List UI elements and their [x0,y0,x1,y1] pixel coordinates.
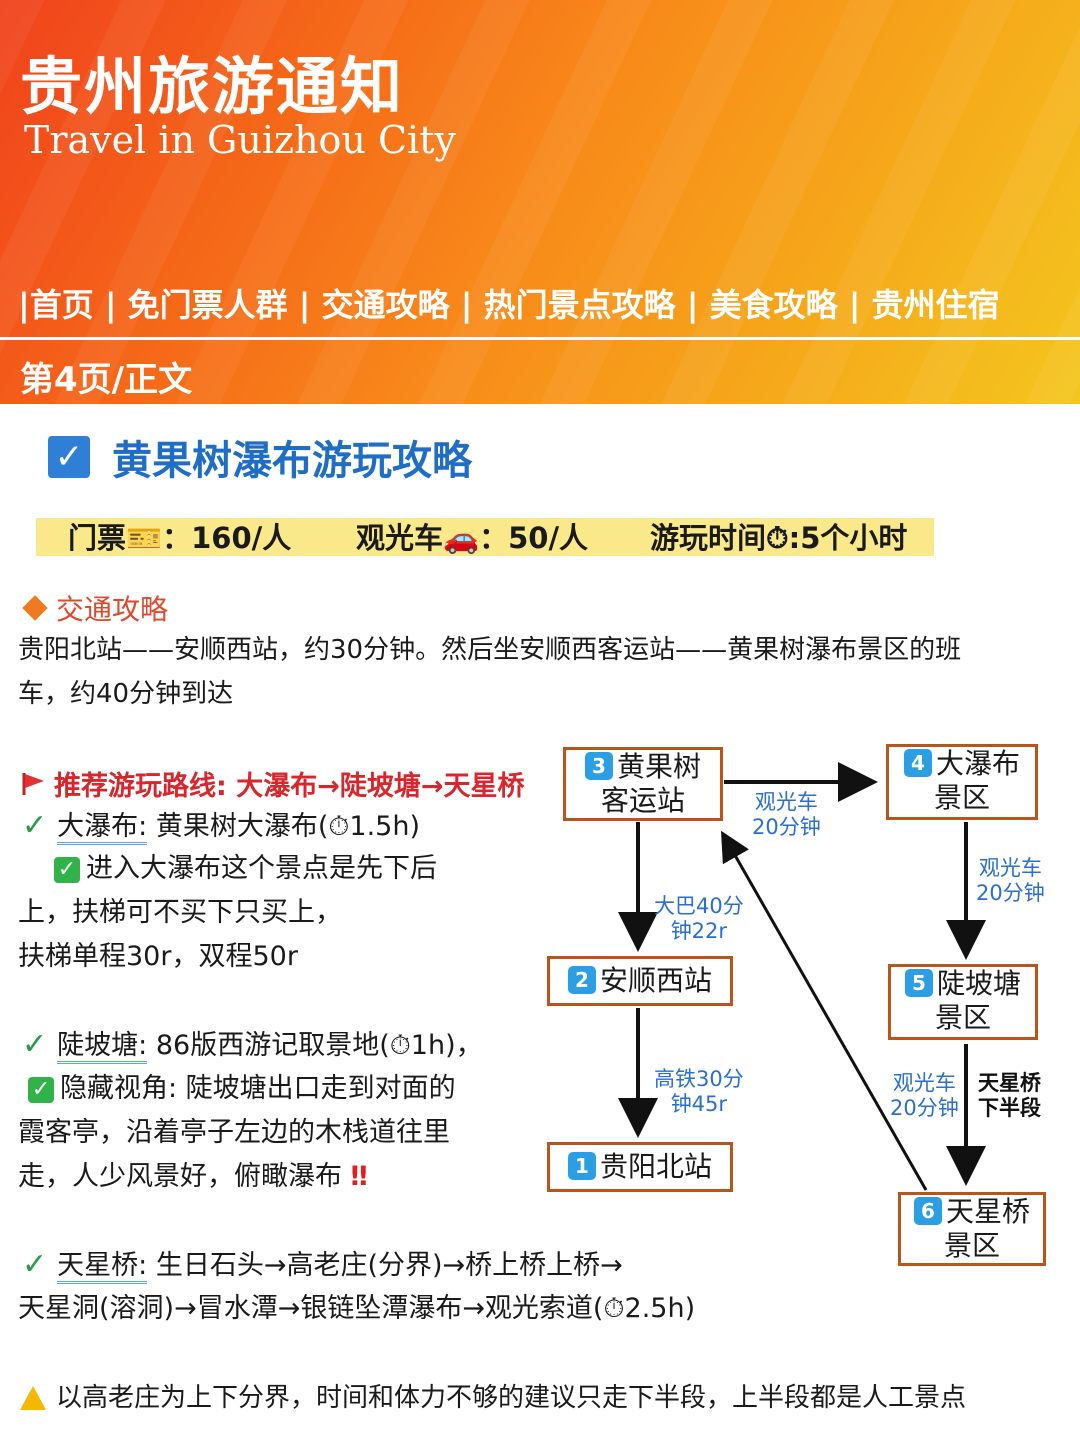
tianxing-name: 天星桥: [57,1250,148,1284]
page-title: 贵州旅游通知 [20,50,405,123]
edge-6-3 [721,830,928,1191]
page-subtitle: Travel in Guizhou City [24,118,456,162]
exclamation-icon: ‼ [350,1161,368,1192]
info-bar [36,518,934,556]
waterfall-name: 大瀑布: [57,811,148,845]
green-check-icon: ✓ [54,856,80,883]
tianxing-line-2: 天星洞(溶洞)→冒水潭→银链坠潭瀑布→观光索道(⏱2.5h) [18,1293,696,1324]
waterfall-tip: ✓进入大瀑布这个景点是先下后 [54,847,437,891]
waterfall-line: ✓大瀑布: 黄果树大瀑布(⏱1.5h) [22,804,420,849]
tianxing-line: ✓天星桥: 生日石头→高老庄(分界)→桥上桥上桥→ [22,1243,623,1288]
check-circle-icon: ✓ [22,1027,48,1062]
edge-label-2-1: 高铁30分钟45r [654,1067,744,1116]
checkbox-icon: ✓ [48,436,90,478]
doupotang-name: 陡坡塘: [57,1030,148,1064]
edge-label-3-2: 大巴40分钟22r [654,894,744,943]
warning-note: 以高老庄为上下分界，时间和体力不够的建议只走下半段，上半段都是人工景点 [20,1378,966,1418]
section-title: 黄果树瀑布游玩攻略 [112,438,472,484]
header-divider [0,337,1080,340]
section-header: ✓ 黄果树瀑布游玩攻略 [48,428,472,486]
transport-line-1: 贵阳北站——安顺西站，约30分钟。然后坐安顺西客运站——黄果树瀑布景区的班 [18,635,962,665]
doupotang-tip-3: 走，人少风景好，俯瞰瀑布 ‼ [18,1161,368,1192]
shuttle-price: 观光车🚗：50/人 [356,521,589,555]
doupotang-line: ✓陡坡塘: 86版西游记取景地(⏱1h)， [22,1023,483,1068]
check-circle-icon: ✓ [22,1247,48,1282]
waterfall-tip-3: 扶梯单程30r，双程50r [18,941,298,972]
header-banner [0,0,1080,404]
play-duration: 游玩时间⏱:5个小时 [650,521,908,555]
check-circle-icon: ✓ [22,808,48,843]
page-label: 第4页/正文 [20,360,193,400]
route-heading: 推荐游玩路线: 大瀑布→陡坡塘→天星桥 [20,764,524,803]
doupotang-tip: ✓隐藏视角: 陡坡塘出口走到对面的 [28,1067,456,1111]
green-check-icon: ✓ [28,1076,54,1103]
edge-label-tianxing-lower: 天星桥下半段 [978,1071,1041,1120]
ticket-price: 门票🎫：160/人 [68,521,292,555]
flag-icon [22,772,44,795]
transport-line-2: 车，约40分钟到达 [18,679,234,709]
nav-bar[interactable]: |首页 | 免门票人群 | 交通攻略 | 热门景点攻略 | 美食攻略 | 贵州住… [18,286,1000,324]
doupotang-tip-2: 霞客亭，沿着亭子左边的木栈道往里 [18,1117,450,1148]
warning-icon [20,1386,46,1410]
waterfall-tip-2: 上，扶梯可不买下只买上， [18,897,342,928]
transport-heading: 交通攻略 [20,588,168,628]
